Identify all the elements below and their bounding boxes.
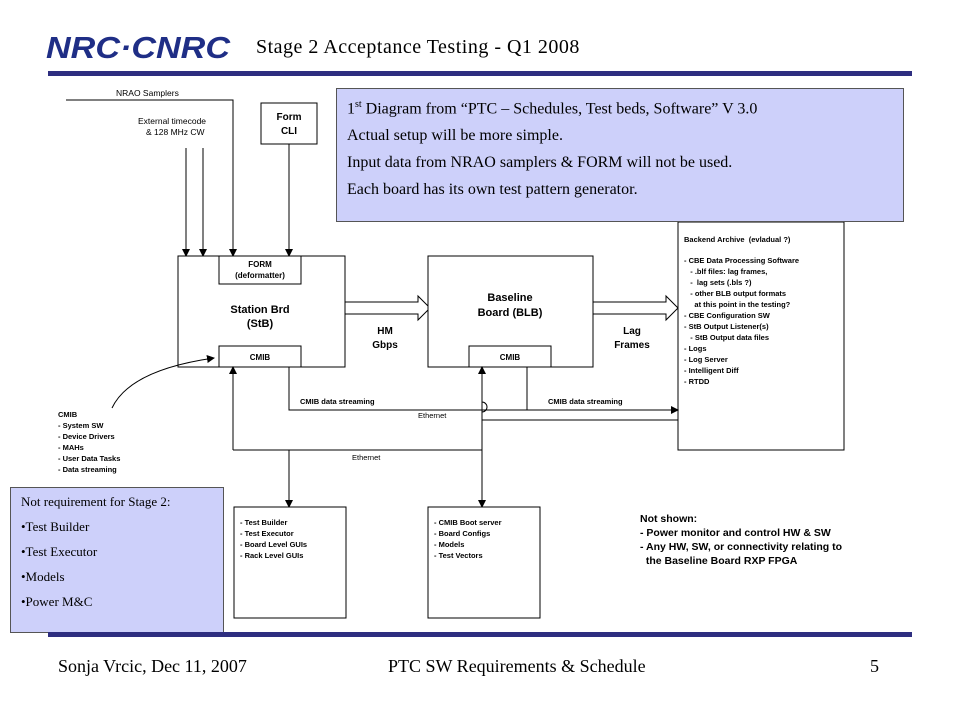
backend-line: Backend Archive (evladual ?) [684, 235, 791, 244]
tools-line: - Test Builder [240, 518, 287, 527]
cmib-pointer-arrow [111, 355, 215, 409]
stage2-item: •Models [21, 569, 65, 584]
stb-cmib-box [218, 345, 302, 368]
ethernet-label-1: Ethernet [418, 411, 447, 420]
station-board-label-2: (StB) [247, 318, 274, 330]
ext-timecode-label-1: External timecode [138, 116, 206, 126]
boot-server-box [427, 506, 541, 619]
stb-cmib-label: CMIB [250, 353, 271, 362]
not-shown-line: the Baseline Board RXP FPGA [640, 555, 798, 567]
tools-box [233, 506, 347, 619]
callout-line-1-sup: st [355, 99, 362, 110]
hm-label-1: HM [377, 326, 393, 337]
callout-line-1: 1st Diagram from “PTC – Schedules, Test … [347, 95, 903, 118]
hm-label-2: Gbps [372, 340, 398, 351]
not-shown-line: - Power monitor and control HW & SW [640, 527, 831, 539]
callout-line-4: Each board has its own test pattern gene… [347, 181, 638, 199]
callout-line-3: Input data from NRAO samplers & FORM wil… [347, 154, 733, 172]
backend-line: - CBE Data Processing Software [684, 256, 799, 265]
footer-presentation-title: PTC SW Requirements & Schedule [388, 656, 646, 676]
not-shown-line: - Any HW, SW, or connectivity relating t… [640, 541, 842, 553]
backend-line: at this point in the testing? [684, 300, 791, 309]
boot-line: - Test Vectors [434, 551, 483, 560]
lag-label-1: Lag [623, 326, 641, 337]
form-box-label-2: (deformatter) [235, 271, 285, 280]
tools-line: - Rack Level GUIs [240, 551, 303, 560]
footer-author-date: Sonja Vrcic, Dec 11, 2007 [58, 656, 247, 676]
station-board-label-1: Station Brd [230, 304, 289, 316]
ethernet-lines [229, 366, 678, 508]
form-cli-label-1: Form [277, 112, 302, 123]
backend-line: - StB Output data files [684, 333, 769, 342]
backend-archive-box [677, 221, 845, 451]
cmib-list-line: - User Data Tasks [58, 454, 120, 463]
cmib-list-line: - Device Drivers [58, 432, 115, 441]
callout-line-1-rest: Diagram from “PTC – Schedules, Test beds… [361, 100, 758, 118]
baseline-board-label-2: Board (BLB) [478, 307, 543, 319]
lag-label-2: Frames [614, 340, 650, 351]
logo-text: NRC·CNRC [46, 30, 231, 64]
boot-line: - CMIB Boot server [434, 518, 502, 527]
cmib-list-line: - Data streaming [58, 465, 117, 474]
blb-cmib-label: CMIB [500, 353, 521, 362]
lag-frames-arrow [592, 294, 679, 322]
form-box-label-1: FORM [248, 260, 272, 269]
boot-line: - Board Configs [434, 529, 490, 538]
backend-line: - RTDD [684, 377, 710, 386]
cmib-streaming-lines [288, 367, 679, 414]
not-shown-line: Not shown: [640, 513, 697, 525]
backend-line: - StB Output Listener(s) [684, 322, 769, 331]
stage2-heading: Not requirement for Stage 2: [21, 494, 171, 509]
diagram-note-callout: 1st Diagram from “PTC – Schedules, Test … [336, 88, 904, 222]
stage2-item: •Test Executor [21, 544, 98, 559]
backend-line: - other BLB output formats [684, 289, 786, 298]
baseline-board-label-1: Baseline [487, 292, 532, 304]
not-shown-note: Not shown: - Power monitor and control H… [640, 513, 842, 567]
cmib-streaming-label-2: CMIB data streaming [548, 397, 623, 406]
stage2-exclusions-callout: Not requirement for Stage 2: •Test Build… [10, 487, 224, 633]
blb-cmib-box [468, 345, 552, 368]
backend-line: - CBE Configuration SW [684, 311, 771, 320]
stage2-item: •Test Builder [21, 519, 90, 534]
tools-line: - Board Level GUIs [240, 540, 307, 549]
slide-title: Stage 2 Acceptance Testing - Q1 2008 [256, 36, 580, 58]
form-cli-box [260, 102, 318, 145]
boot-line: - Models [434, 540, 464, 549]
nrc-cnrc-logo: NRC·CNRC [46, 30, 231, 64]
ethernet-label-2: Ethernet [352, 453, 381, 462]
form-deformatter-box [218, 255, 302, 285]
ext-timecode-label-2: & 128 MHz CW [146, 127, 205, 137]
cmib-streaming-label-1: CMIB data streaming [300, 397, 375, 406]
cmib-list: CMIB - System SW - Device Drivers - MAHs… [58, 410, 120, 474]
form-cli-label-2: CLI [281, 126, 297, 137]
footer-page-number: 5 [870, 656, 879, 676]
cmib-list-line: CMIB [58, 410, 78, 419]
input-lines [66, 99, 293, 257]
callout-line-1-prefix: 1 [347, 100, 355, 118]
cmib-list-line: - System SW [58, 421, 104, 430]
backend-archive-list: Backend Archive (evladual ?) - CBE Data … [684, 235, 799, 386]
stage2-item: •Power M&C [21, 594, 93, 609]
hm-gbps-arrow [344, 294, 431, 322]
header-rule [48, 71, 912, 76]
backend-line: - Log Server [684, 355, 728, 364]
cmib-list-line: - MAHs [58, 443, 84, 452]
backend-line: - .blf files: lag frames, [684, 267, 767, 276]
footer-rule [48, 632, 912, 637]
backend-line: - Intelligent Diff [684, 366, 739, 375]
callout-line-2: Actual setup will be more simple. [347, 127, 563, 145]
nrao-samplers-label: NRAO Samplers [116, 88, 179, 98]
tools-line: - Test Executor [240, 529, 294, 538]
backend-line: - Logs [684, 344, 707, 353]
backend-line: - lag sets (.bls ?) [684, 278, 752, 287]
